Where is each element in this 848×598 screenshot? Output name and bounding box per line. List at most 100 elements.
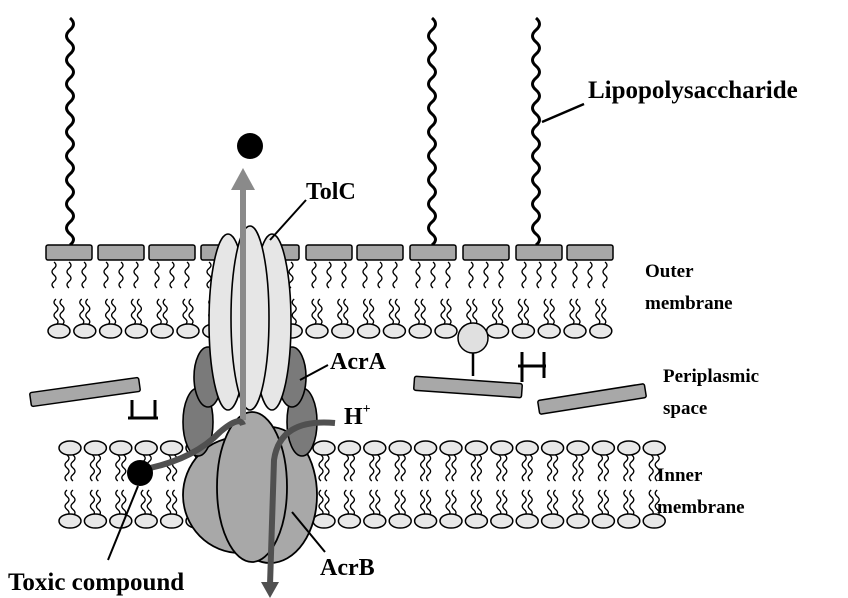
lipid-tail	[344, 299, 348, 325]
toxic-compound-dot	[127, 460, 153, 486]
lipid-head	[389, 441, 411, 455]
lipid-head	[383, 324, 405, 338]
lipid-tail	[604, 455, 608, 481]
lipid-tail	[452, 455, 456, 481]
lipid-tail	[122, 490, 126, 516]
label-inner-membrane-line1: Inner	[657, 460, 702, 492]
lipid-tail	[90, 455, 94, 481]
lipid-head	[110, 441, 132, 455]
lps-chain	[429, 18, 436, 245]
lipid-tail	[441, 299, 445, 325]
lipid-head	[74, 324, 96, 338]
lipid-tail	[185, 262, 189, 288]
lipid-head	[435, 324, 457, 338]
lipid-tail	[141, 490, 145, 516]
lipid-head	[564, 324, 586, 338]
lipid-tail	[421, 490, 425, 516]
label-outer-membrane-line2: membrane	[645, 288, 733, 320]
lipid-head	[364, 514, 386, 528]
lipid-head	[592, 441, 614, 455]
lipid-tail	[155, 262, 159, 288]
lipid-head	[358, 324, 380, 338]
lipid-tail	[415, 299, 419, 325]
lipid-tail	[427, 490, 431, 516]
lipid-tail	[554, 455, 558, 481]
lipid-tail	[65, 455, 69, 481]
lipid-tail	[497, 455, 501, 481]
expelled-compound-dot	[237, 133, 263, 159]
tolc-leader	[270, 200, 306, 240]
lipid-tail	[370, 490, 374, 516]
lipid-head	[465, 441, 487, 455]
lps-chain	[67, 18, 74, 245]
lipid-tail	[401, 490, 405, 516]
lipid-tail	[471, 455, 475, 481]
lipid-tail	[604, 490, 608, 516]
lipid-head	[567, 441, 589, 455]
lipid-tail	[116, 455, 120, 481]
outer-membrane	[46, 245, 613, 338]
lipid-tail	[370, 455, 374, 481]
lipid-tail	[548, 490, 552, 516]
lipid-tail	[484, 262, 488, 288]
lipid-head	[491, 441, 513, 455]
lipid-tail	[327, 262, 331, 288]
lipid-tail	[344, 490, 348, 516]
lipid-tail	[452, 490, 456, 516]
lipid-tail	[602, 299, 606, 325]
lipid-tail	[573, 490, 577, 516]
lipid-tail	[116, 490, 120, 516]
lipid-tail	[522, 262, 526, 288]
lipid-tail	[106, 299, 110, 325]
lipid-tail	[378, 262, 382, 288]
lipid-head	[306, 324, 328, 338]
lps-chain	[533, 18, 540, 245]
lipid-head	[542, 514, 564, 528]
lipid-tail	[60, 299, 64, 325]
lipid-tail	[350, 490, 354, 516]
lipid-tail	[528, 455, 532, 481]
lipid-tail	[312, 299, 316, 325]
lipid-tail	[630, 490, 634, 516]
lipid-tail	[67, 262, 71, 288]
lipid-tail	[579, 455, 583, 481]
lipid-head	[389, 514, 411, 528]
lipid-tail	[467, 299, 471, 325]
lipid-head	[440, 441, 462, 455]
lipid-tail	[544, 299, 548, 325]
lipid-head	[415, 441, 437, 455]
label-lipopolysaccharide: Lipopolysaccharide	[588, 78, 798, 103]
lipid-tail	[292, 299, 296, 325]
lipid-tail	[364, 299, 368, 325]
lipid-head	[516, 441, 538, 455]
lipid-head	[440, 514, 462, 528]
lipid-head	[313, 441, 335, 455]
label-tolc: TolC	[306, 180, 356, 204]
lipid-tail	[363, 262, 367, 288]
lps-anchor-bar	[46, 245, 92, 260]
lipid-tail	[393, 262, 397, 288]
lipid-tail	[493, 299, 497, 325]
lipid-tail	[54, 299, 58, 325]
lipid-tail	[416, 262, 420, 288]
lipid-tail	[649, 490, 653, 516]
lipid-tail	[401, 455, 405, 481]
lipid-head	[100, 324, 122, 338]
lipid-tail	[570, 299, 574, 325]
lipid-tail	[65, 490, 69, 516]
lipid-head	[516, 514, 538, 528]
lipid-tail	[170, 262, 174, 288]
lipid-head	[84, 441, 106, 455]
acrb-center	[217, 412, 287, 562]
lps-chains	[67, 18, 585, 245]
lipid-tail	[446, 455, 450, 481]
lipid-tail	[554, 490, 558, 516]
lipid-head	[409, 324, 431, 338]
lipid-tail	[471, 490, 475, 516]
lipid-head	[135, 441, 157, 455]
lipid-head	[592, 514, 614, 528]
lipid-tail	[497, 490, 501, 516]
lipid-tail	[503, 490, 507, 516]
lipid-tail	[134, 262, 138, 288]
lipid-head	[84, 514, 106, 528]
